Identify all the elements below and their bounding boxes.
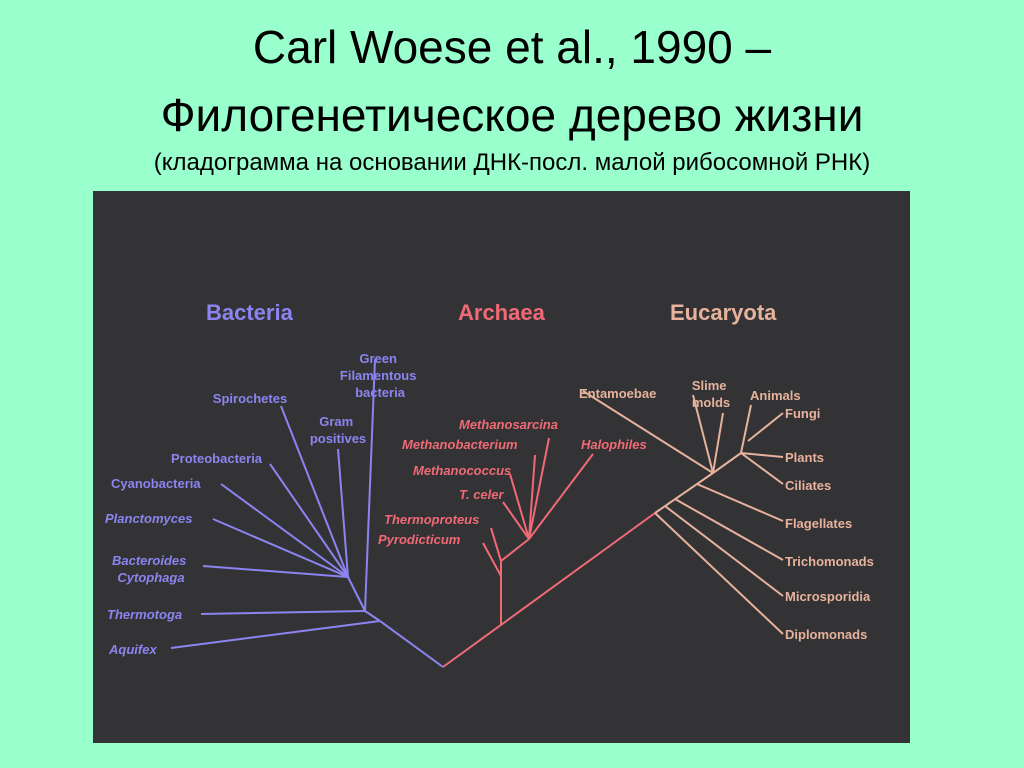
eukaryota-trunk — [654, 472, 714, 514]
domain-label-bacteria: Bacteria — [206, 300, 294, 325]
taxon-ciliates: Ciliates — [785, 478, 831, 493]
taxon-bacteroides-cytophaga: Bacteroides Cytophaga — [112, 553, 190, 585]
taxon-gram-positives-line2: positives — [310, 431, 366, 446]
bacteria-internode-1 — [364, 610, 381, 622]
branch-bacteroides — [202, 565, 349, 578]
branch-trichomonads — [674, 498, 784, 561]
branch-slime-molds-2 — [712, 412, 724, 474]
taxon-t-celer: T. celer — [459, 487, 505, 502]
branch-methanosarcina — [528, 437, 550, 540]
slide-title-line2: Филогенетическое дерево жизни — [160, 89, 864, 141]
branch-fungi — [747, 412, 784, 442]
taxon-cyanobacteria: Cyanobacteria — [111, 476, 201, 491]
branch-aquifex — [170, 620, 381, 649]
phylogenetic-tree: Bacteria Archaea Eucaryota Green Filamen… — [105, 300, 874, 668]
root-to-eukaryota — [442, 512, 656, 668]
taxon-methanosarcina: Methanosarcina — [459, 417, 558, 432]
taxon-gram-positives: Gram positives — [310, 414, 366, 446]
branch-thermoproteus — [490, 527, 502, 562]
taxon-green-filamentous-line1: Green — [359, 351, 397, 366]
taxon-proteobacteria: Proteobacteria — [171, 451, 263, 466]
branch-thermotoga — [200, 610, 366, 615]
taxon-green-filamentous: Green Filamentous bacteria — [340, 351, 420, 400]
branch-methanococcus — [509, 473, 530, 540]
taxon-planctomyces: Planctomyces — [105, 511, 192, 526]
taxon-entamoebae: Entamoebae — [579, 386, 656, 401]
bacteria-internode-2 — [347, 576, 366, 612]
taxon-spirochetes: Spirochetes — [213, 391, 287, 406]
slide-subtitle: (кладограмма на основании ДНК-посл. мало… — [153, 149, 871, 176]
taxon-thermotoga: Thermotoga — [107, 607, 182, 622]
taxon-aquifex: Aquifex — [108, 642, 157, 657]
phylogenetic-tree-panel: Bacteria Archaea Eucaryota Green Filamen… — [93, 191, 910, 743]
branch-microsporidia — [664, 505, 784, 597]
branch-pyrodicticum — [482, 542, 502, 577]
branch-entamoebae — [582, 390, 714, 474]
taxon-green-filamentous-line3: bacteria — [355, 385, 406, 400]
taxon-gram-positives-line1: Gram — [319, 414, 353, 429]
taxon-flagellates: Flagellates — [785, 516, 852, 531]
branch-planctomyces — [212, 518, 349, 578]
bacteria-branches — [170, 358, 444, 668]
taxon-animals: Animals — [750, 388, 801, 403]
crown-internode — [712, 452, 742, 474]
taxon-slime-molds: Slime molds — [692, 378, 730, 410]
taxon-halophiles: Halophiles — [581, 437, 647, 452]
taxon-plants: Plants — [785, 450, 824, 465]
taxon-methanococcus: Methanococcus — [413, 463, 511, 478]
taxon-microsporidia: Microsporidia — [785, 589, 871, 604]
branch-halophiles — [528, 453, 594, 540]
taxon-fungi: Fungi — [785, 406, 820, 421]
branch-gram-positives — [337, 448, 349, 578]
branch-proteobacteria — [269, 463, 349, 578]
branch-ciliates — [740, 452, 784, 485]
domain-label-archaea: Archaea — [458, 300, 546, 325]
eukaryota-branches — [582, 390, 784, 635]
taxon-pyrodicticum: Pyrodicticum — [378, 532, 461, 547]
taxon-trichomonads: Trichomonads — [785, 554, 874, 569]
slide-title-line1: Carl Woese et al., 1990 – — [252, 21, 772, 73]
taxon-methanobacterium: Methanobacterium — [402, 437, 518, 452]
branch-t-celer — [502, 501, 530, 540]
archaea-branches — [442, 437, 656, 668]
taxon-bacteroides-line2: Cytophaga — [117, 570, 184, 585]
branch-methanobacterium — [528, 454, 536, 540]
branch-flagellates — [696, 483, 784, 522]
branch-cyanobacteria — [220, 483, 349, 578]
taxon-bacteroides-line1: Bacteroides — [112, 553, 186, 568]
taxon-slime-molds-line1: Slime — [692, 378, 727, 393]
archaea-internode-2 — [500, 538, 530, 562]
taxon-diplomonads: Diplomonads — [785, 627, 867, 642]
branch-plants — [740, 452, 784, 458]
taxon-thermoproteus: Thermoproteus — [384, 512, 479, 527]
branch-diplomonads — [654, 512, 784, 635]
domain-label-eukaryota: Eucaryota — [670, 300, 777, 325]
taxon-green-filamentous-line2: Filamentous — [340, 368, 417, 383]
branch-slime-molds-1 — [692, 394, 714, 474]
branch-spirochetes — [280, 405, 349, 578]
bacteria-trunk — [379, 620, 444, 668]
branch-green-filamentous — [364, 358, 376, 612]
taxon-slime-molds-line2: molds — [692, 395, 730, 410]
branch-animals — [740, 404, 752, 454]
